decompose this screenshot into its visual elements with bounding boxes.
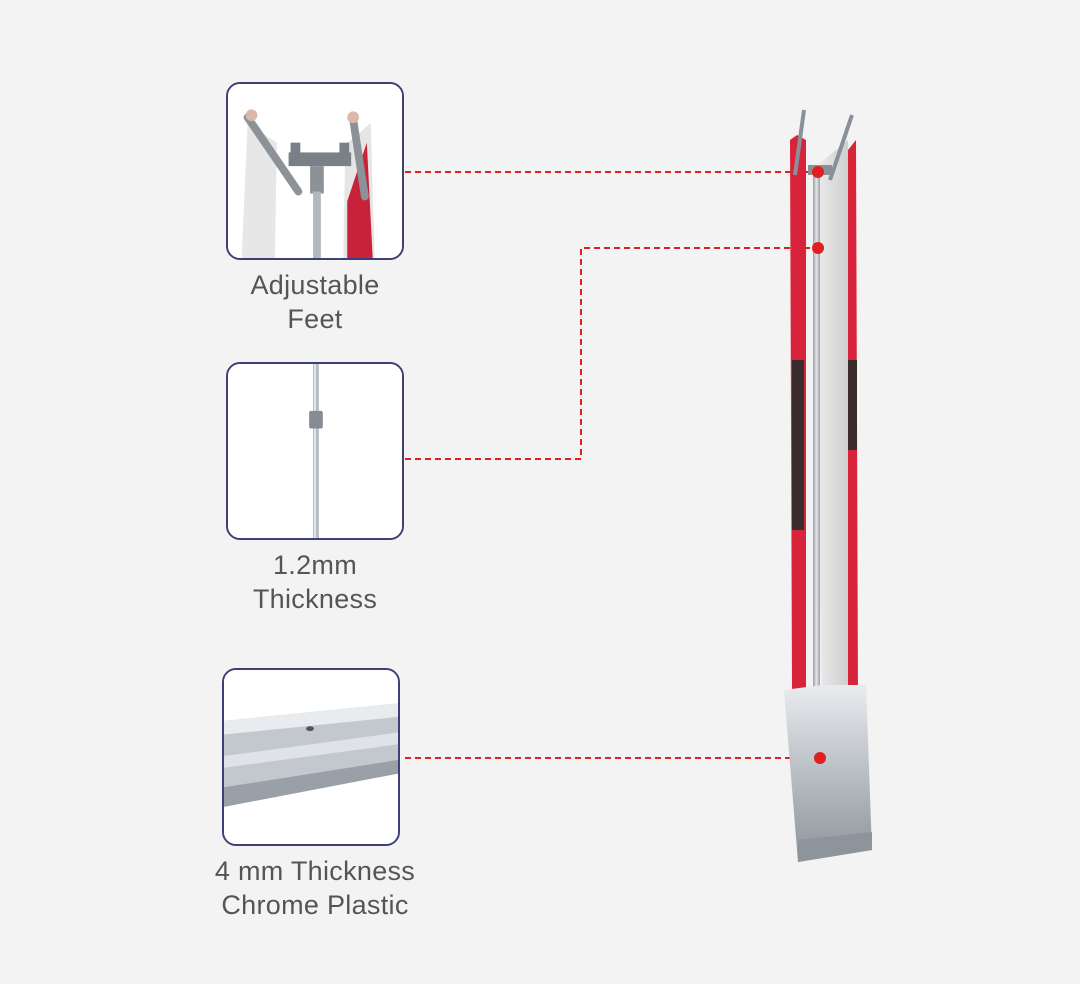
pole-photo-icon xyxy=(228,364,402,538)
adjustable-feet-photo-icon xyxy=(228,84,402,258)
chrome-base xyxy=(784,685,872,862)
callout-line-pole xyxy=(405,247,818,460)
caption-pole-thickness: 1.2mm Thickness xyxy=(185,548,445,616)
banner-graphic-right-image xyxy=(848,360,857,450)
caption-line: Chrome Plastic xyxy=(221,890,409,920)
pole-thumbnail xyxy=(226,362,404,540)
caption-line: Thickness xyxy=(252,584,378,614)
caption-line: Adjustable xyxy=(250,270,380,300)
chrome-base-shadow xyxy=(798,832,872,862)
callout-dot-base xyxy=(814,752,826,764)
chrome-base-photo-icon xyxy=(224,670,398,844)
caption-adjustable-feet: Adjustable Feet xyxy=(185,268,445,336)
top-rail-left xyxy=(793,109,806,176)
chrome-base-thumbnail xyxy=(222,668,400,846)
banner-graphic-left-image xyxy=(792,360,804,530)
center-pole xyxy=(813,170,820,700)
caption-line: 4 mm Thickness xyxy=(214,856,416,886)
adjustable-feet-thumbnail xyxy=(226,82,404,260)
callout-dot-pole xyxy=(812,242,824,254)
banner-graphic-white xyxy=(812,140,848,700)
callout-dot-feet xyxy=(812,166,824,178)
caption-line: 1.2mm xyxy=(272,550,358,580)
caption-line: Feet xyxy=(287,304,343,334)
caption-chrome-base: 4 mm Thickness Chrome Plastic xyxy=(160,854,470,922)
top-rail-right xyxy=(828,114,854,181)
